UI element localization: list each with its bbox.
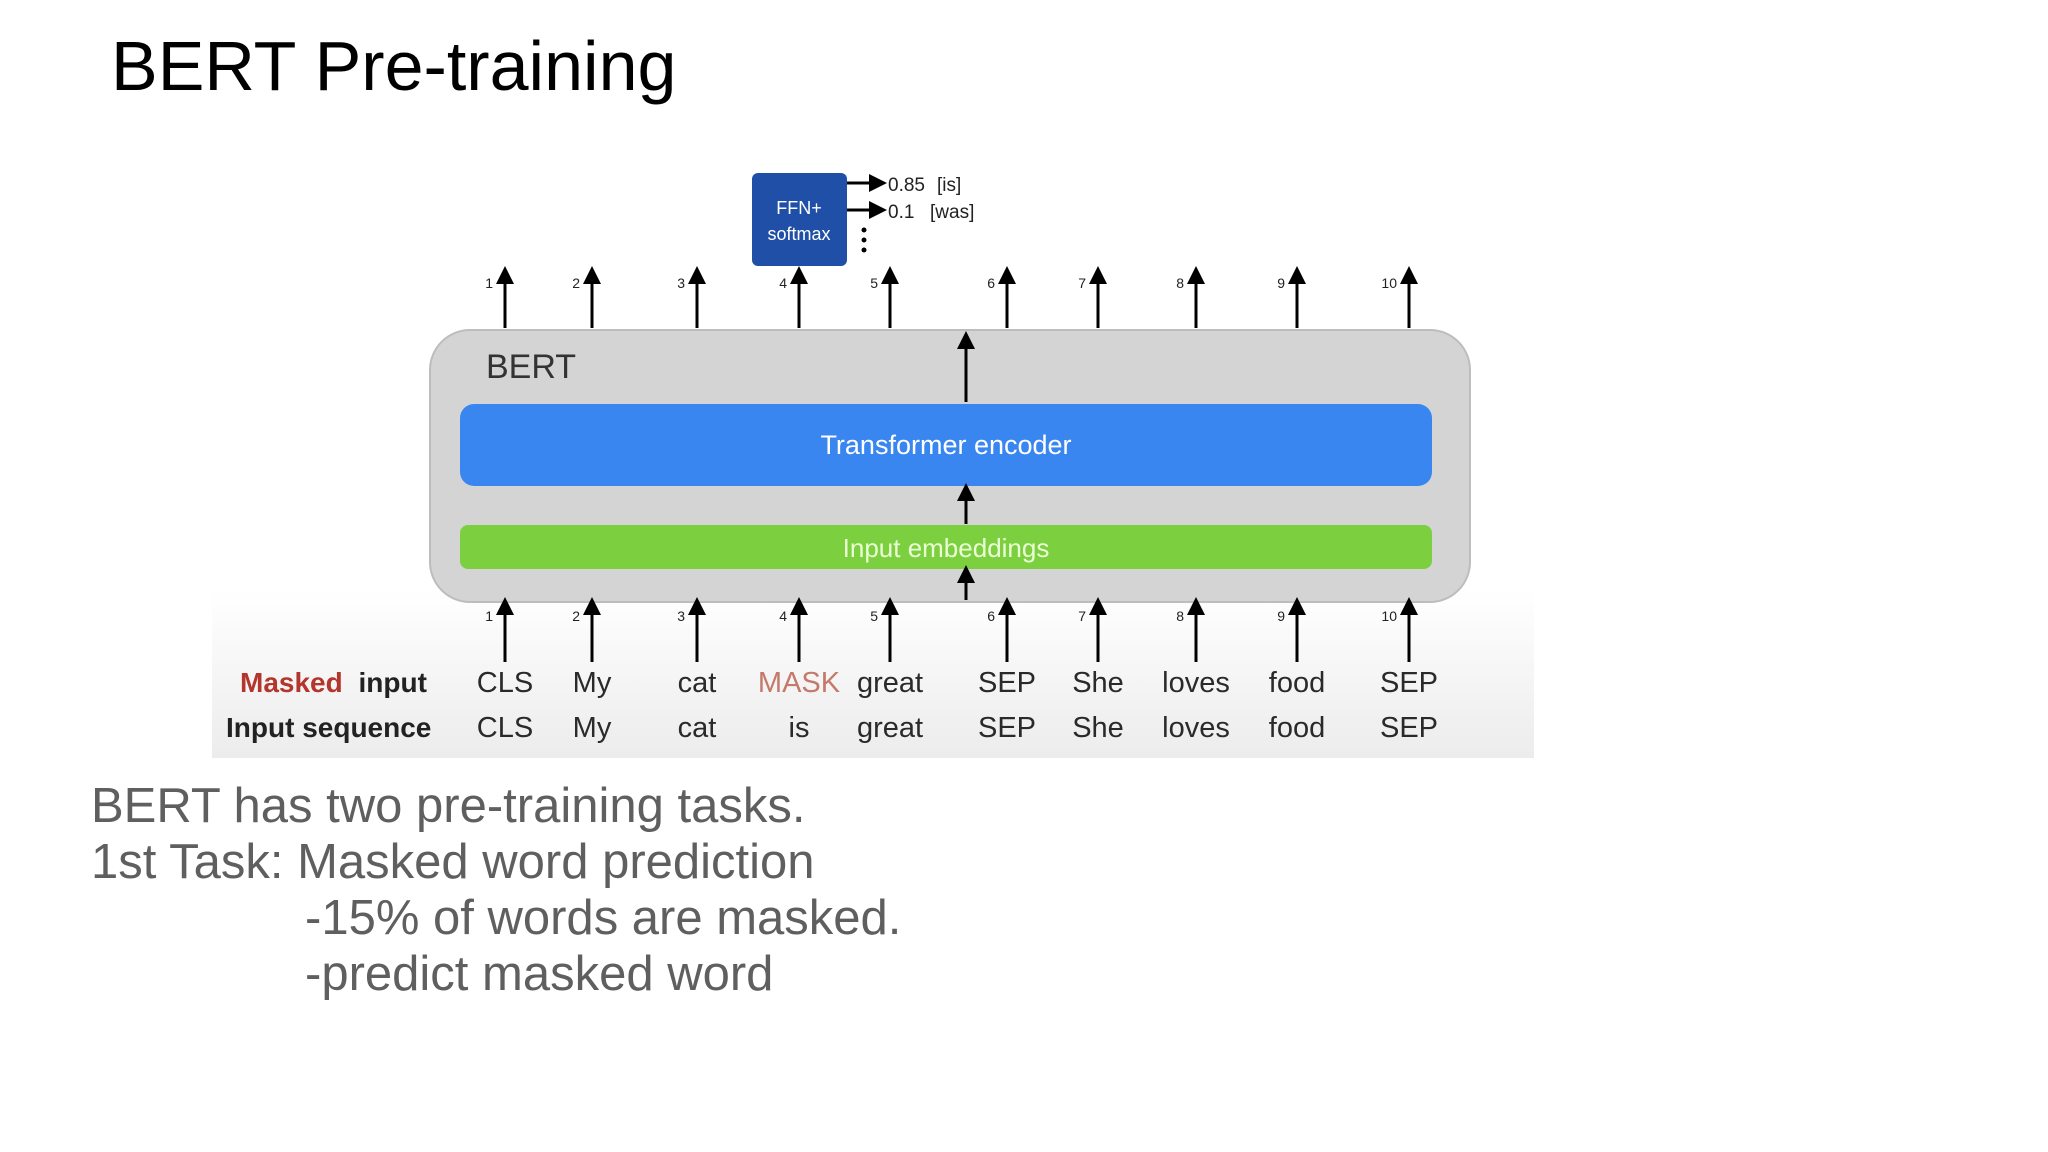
output-position-3: 3 bbox=[677, 275, 685, 291]
input-position-5: 5 bbox=[870, 608, 878, 624]
input-position-8: 8 bbox=[1176, 608, 1184, 624]
bert-label: BERT bbox=[486, 348, 576, 386]
masked-token: My bbox=[573, 667, 612, 699]
ffn-softmax-box bbox=[752, 173, 847, 266]
input-token: great bbox=[857, 712, 923, 744]
ellipsis-dot-1 bbox=[861, 227, 867, 233]
ellipsis-dot-2 bbox=[861, 237, 867, 243]
masked-token: loves bbox=[1162, 667, 1230, 699]
input-token: My bbox=[573, 712, 612, 744]
notes-line-4: -predict masked word bbox=[305, 947, 774, 1001]
output-position-4: 4 bbox=[779, 275, 787, 291]
input-position-1: 1 bbox=[485, 608, 493, 624]
input-embeddings-label: Input embeddings bbox=[843, 533, 1050, 563]
masked-token: SEP bbox=[1380, 667, 1438, 699]
input-token: food bbox=[1269, 712, 1325, 744]
transformer-encoder-label: Transformer encoder bbox=[820, 430, 1071, 460]
prediction-word-2: [was] bbox=[930, 202, 974, 223]
notes-line-3: -15% of words are masked. bbox=[305, 891, 902, 945]
masked-token: food bbox=[1269, 667, 1325, 699]
prediction-prob-2: 0.1 bbox=[888, 202, 914, 223]
output-position-5: 5 bbox=[870, 275, 878, 291]
ffn-label: FFN+ bbox=[776, 198, 822, 218]
input-sequence-row-label: Input sequence bbox=[226, 712, 431, 743]
notes-line-1: BERT has two pre-training tasks. bbox=[91, 779, 806, 833]
input-position-9: 9 bbox=[1277, 608, 1285, 624]
masked-word-label: Masked bbox=[240, 667, 343, 698]
input-token: SEP bbox=[1380, 712, 1438, 744]
output-position-9: 9 bbox=[1277, 275, 1285, 291]
output-arrows: 1 2 3 4 5 6 7 8 9 10 bbox=[485, 266, 1418, 328]
masked-input-row-label: Masked input bbox=[240, 667, 427, 698]
prediction-prob-1: 0.85 bbox=[888, 175, 925, 196]
input-word-label: input bbox=[359, 667, 427, 698]
ellipsis-dot-3 bbox=[861, 247, 867, 253]
output-position-7: 7 bbox=[1078, 275, 1086, 291]
masked-token: SEP bbox=[978, 667, 1036, 699]
token-area-background bbox=[212, 590, 1534, 758]
prediction-word-1: [is] bbox=[937, 175, 961, 196]
token-rows: CLSCLSMyMycatcatMASKisgreatgreatSEPSEPSh… bbox=[477, 667, 1438, 744]
masked-token: CLS bbox=[477, 667, 533, 699]
masked-token: MASK bbox=[758, 667, 841, 699]
input-position-10: 10 bbox=[1381, 608, 1397, 624]
notes-line-2: 1st Task: Masked word prediction bbox=[91, 835, 815, 889]
output-position-10: 10 bbox=[1381, 275, 1397, 291]
slide-title: BERT Pre-training bbox=[111, 27, 677, 105]
input-token: She bbox=[1072, 712, 1124, 744]
output-position-6: 6 bbox=[987, 275, 995, 291]
input-position-2: 2 bbox=[572, 608, 580, 624]
transformer-encoder-box bbox=[460, 404, 1432, 486]
masked-token: great bbox=[857, 667, 923, 699]
input-arrows: 1 2 3 4 5 6 7 8 9 10 bbox=[485, 597, 1418, 662]
input-token: cat bbox=[678, 712, 717, 744]
notes-text: BERT has two pre-training tasks. 1st Tas… bbox=[91, 778, 901, 1002]
input-token: loves bbox=[1162, 712, 1230, 744]
output-position-8: 8 bbox=[1176, 275, 1184, 291]
softmax-label: softmax bbox=[767, 224, 830, 244]
input-embeddings-box bbox=[460, 525, 1432, 569]
input-position-3: 3 bbox=[677, 608, 685, 624]
input-position-6: 6 bbox=[987, 608, 995, 624]
masked-token: cat bbox=[678, 667, 717, 699]
output-position-1: 1 bbox=[485, 275, 493, 291]
input-token: is bbox=[789, 712, 810, 744]
output-position-2: 2 bbox=[572, 275, 580, 291]
input-token: SEP bbox=[978, 712, 1036, 744]
input-position-4: 4 bbox=[779, 608, 787, 624]
input-position-7: 7 bbox=[1078, 608, 1086, 624]
masked-token: She bbox=[1072, 667, 1124, 699]
input-token: CLS bbox=[477, 712, 533, 744]
